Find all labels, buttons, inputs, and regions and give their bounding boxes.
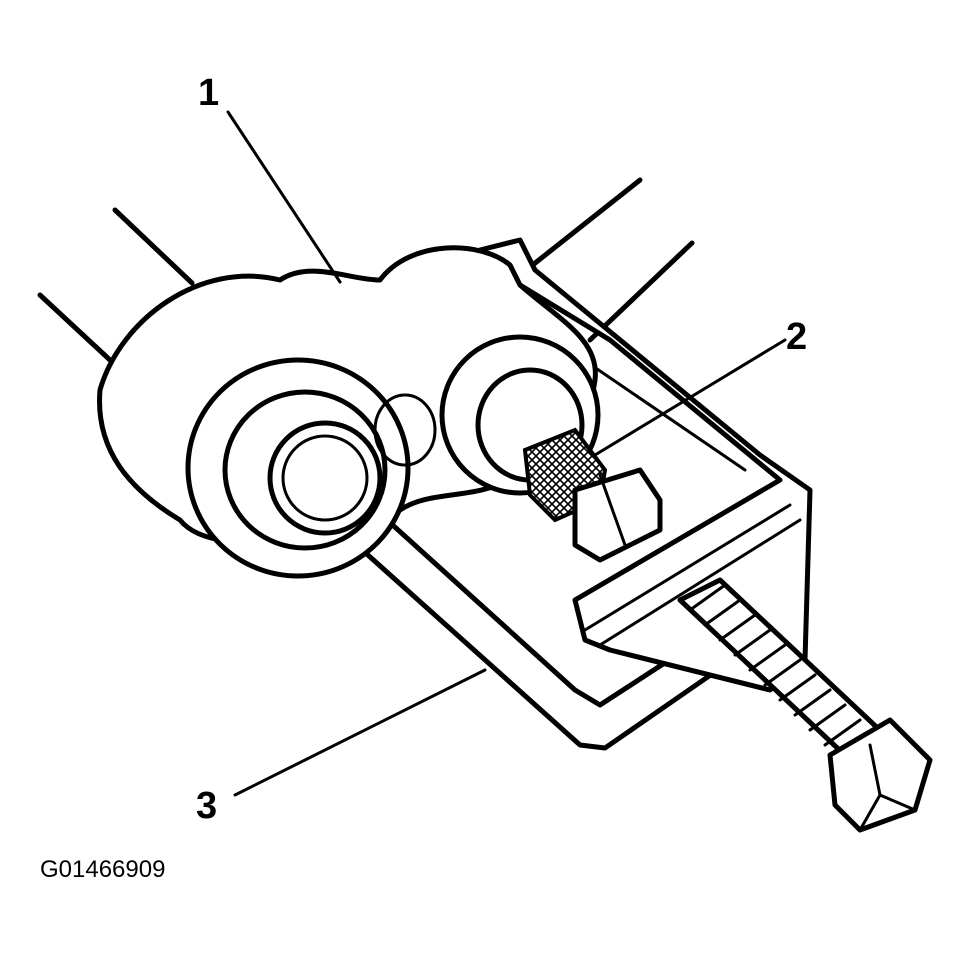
- callout-3: 3: [196, 785, 218, 827]
- forcing-screw: [677, 577, 933, 833]
- control-arm-bushing: [97, 245, 601, 579]
- callout-2: 2: [786, 316, 808, 358]
- knurled-driver: [522, 427, 663, 563]
- callout-1: 1: [198, 72, 220, 114]
- figure-id: G01466909: [40, 856, 166, 883]
- leader-lines: [226, 110, 787, 797]
- control-arm-tubes: [37, 177, 695, 363]
